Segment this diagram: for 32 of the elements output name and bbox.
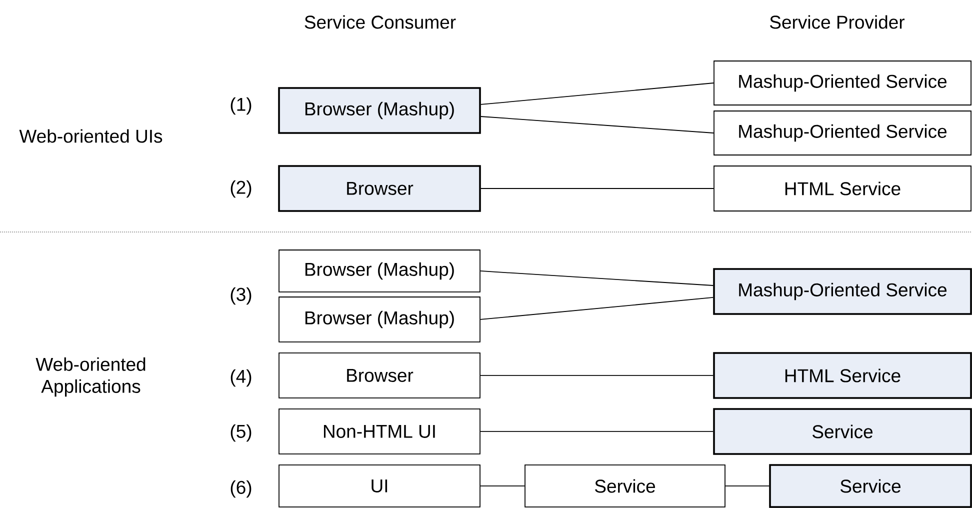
- component-box: Non-HTML UI: [278, 408, 480, 454]
- component-box: HTML Service: [714, 166, 972, 212]
- row-number: (6): [230, 480, 252, 498]
- connector-line: [480, 188, 714, 189]
- component-box: HTML Service: [713, 352, 972, 399]
- group-label: Web-oriented UIs: [19, 129, 162, 143]
- component-box: Service: [524, 464, 726, 508]
- component-box: Browser (Mashup): [278, 87, 481, 134]
- row-number: (1): [230, 97, 252, 115]
- component-box: Browser (Mashup): [278, 250, 480, 292]
- component-box: Browser: [278, 352, 480, 398]
- component-box: Service: [713, 408, 972, 455]
- component-box: Mashup-Oriented Service: [713, 268, 972, 315]
- row-number: (4): [230, 369, 252, 387]
- component-box: Mashup-Oriented Service: [714, 110, 972, 156]
- row-number: (2): [230, 180, 252, 198]
- connector-line: [480, 431, 714, 432]
- connector-line: [480, 297, 714, 320]
- component-box: Browser (Mashup): [278, 296, 480, 342]
- connector-line: [480, 116, 714, 134]
- component-box: UI: [278, 464, 480, 508]
- connector-line: [480, 82, 714, 105]
- row-number: (3): [230, 287, 252, 305]
- row-number: (5): [230, 424, 252, 442]
- group-label: Web-oriented Applications: [36, 357, 146, 397]
- connector-line: [480, 270, 714, 286]
- component-box: Service: [769, 464, 972, 508]
- component-box: Mashup-Oriented Service: [714, 60, 972, 106]
- component-box: Browser: [278, 165, 481, 212]
- column-heading: Service Consumer: [304, 15, 456, 29]
- connector-line: [480, 375, 714, 376]
- column-heading: Service Provider: [770, 15, 904, 29]
